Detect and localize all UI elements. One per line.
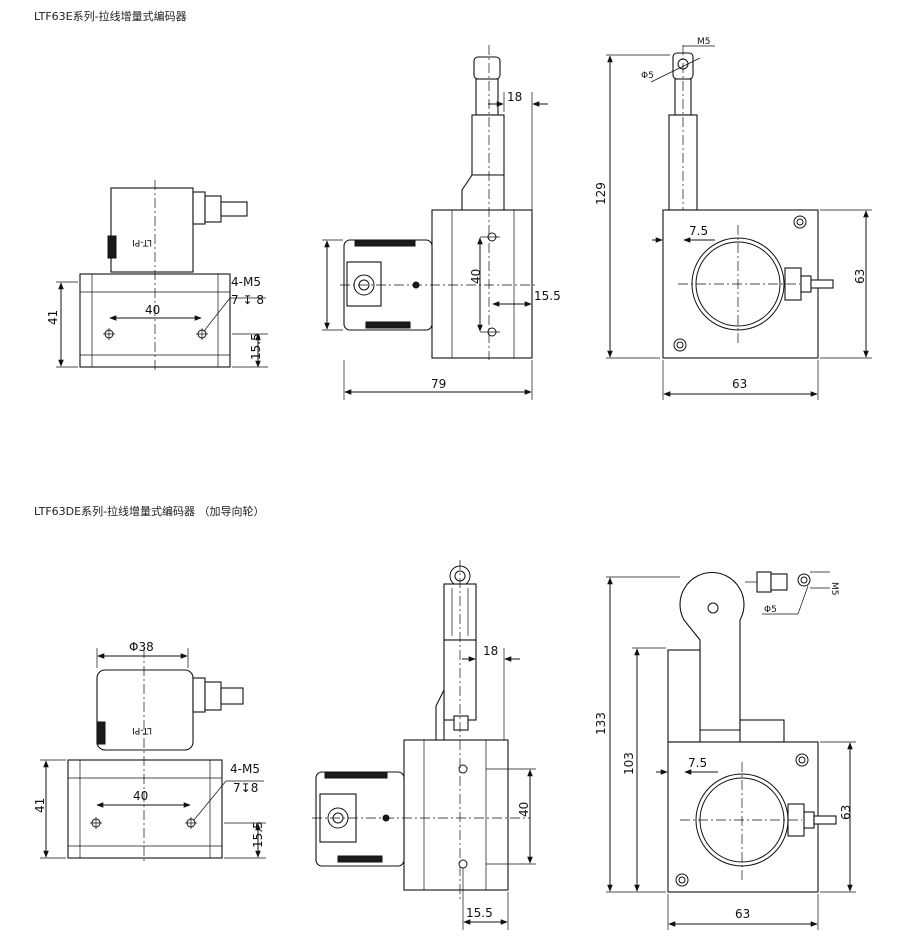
b-side-height: 41 bbox=[33, 798, 47, 813]
b-side-hole-spacing: 40 bbox=[133, 789, 148, 803]
a-front-total: 79 bbox=[431, 377, 446, 391]
b-end-diameter: Φ5 bbox=[764, 605, 777, 615]
a-end-size-h: 63 bbox=[853, 269, 867, 284]
b-end-height-inner: 103 bbox=[622, 752, 636, 775]
b-end-size-w: 63 bbox=[735, 907, 750, 921]
b-end-inset: 7.5 bbox=[688, 756, 707, 770]
b-end-height-total: 133 bbox=[594, 712, 608, 735]
b-side-view: LT-PI bbox=[40, 648, 266, 864]
b-front-view bbox=[312, 560, 536, 930]
section-title-ltf63e: LTF63E系列-拉线增量式编码器 bbox=[34, 10, 187, 23]
a-front-width-top: 18 bbox=[507, 90, 522, 104]
b-front-width-top: 18 bbox=[483, 644, 498, 658]
a-front-view bbox=[322, 45, 548, 400]
b-end-size-h: 63 bbox=[839, 805, 853, 820]
a-end-height: 129 bbox=[594, 182, 608, 205]
a-side-hole-offset: 15.5 bbox=[249, 333, 263, 360]
a-side-hole-depth: 7 ↧ 8 bbox=[231, 293, 264, 307]
a-front-hole-spacing: 40 bbox=[469, 269, 483, 284]
a-side-view: LT-PI bbox=[56, 180, 268, 372]
b-end-thread: M5 bbox=[829, 582, 839, 596]
a-end-diameter: Φ5 bbox=[641, 71, 654, 81]
a-end-thread: M5 bbox=[697, 37, 711, 47]
a-end-size-w: 63 bbox=[732, 377, 747, 391]
svg-text:LT-PI: LT-PI bbox=[132, 237, 152, 247]
a-side-height: 41 bbox=[46, 310, 60, 325]
a-side-hole-spacing: 40 bbox=[145, 303, 160, 317]
a-front-offset: 15.5 bbox=[534, 289, 561, 303]
b-front-hole-spacing: 40 bbox=[517, 802, 531, 817]
section-title-ltf63de: LTF63DE系列-拉线增量式编码器 （加导向轮） bbox=[34, 505, 265, 518]
b-side-hole-spec: 4-M5 bbox=[230, 762, 260, 776]
b-end-view bbox=[606, 571, 856, 930]
b-side-hole-offset: 15.5 bbox=[251, 821, 265, 848]
b-side-hole-depth: 7↧8 bbox=[233, 781, 258, 795]
a-end-inset: 7.5 bbox=[689, 224, 708, 238]
b-side-diameter: Φ38 bbox=[129, 640, 154, 654]
svg-text:LT-PI: LT-PI bbox=[132, 725, 152, 735]
a-end-view bbox=[606, 45, 872, 400]
b-front-offset: 15.5 bbox=[466, 906, 493, 920]
a-side-hole-spec: 4-M5 bbox=[231, 275, 261, 289]
